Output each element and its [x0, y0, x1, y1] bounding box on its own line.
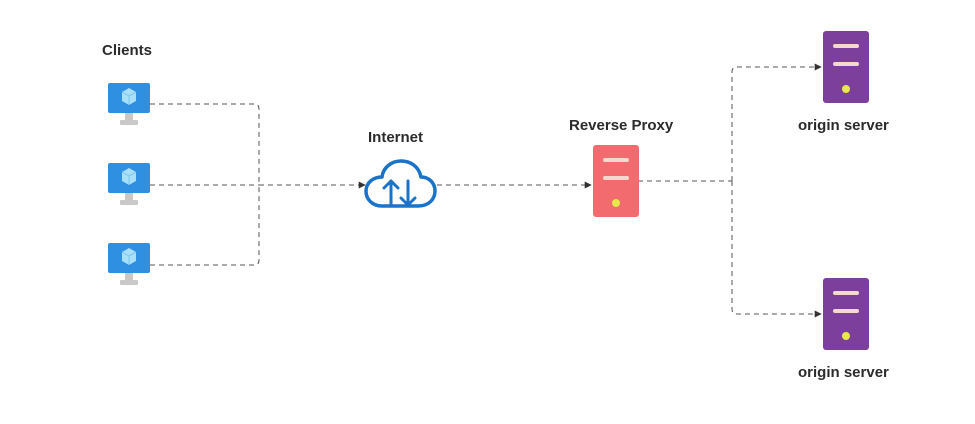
internet-cloud-icon	[364, 159, 437, 208]
split-to-origin-bottom-connector	[731, 181, 822, 318]
client-1-connector	[150, 103, 260, 185]
origin-server-top-icon	[823, 31, 869, 103]
internet-label: Internet	[368, 129, 424, 146]
reverse-proxy-server-icon	[593, 145, 639, 217]
client-monitor-2	[108, 163, 150, 205]
client-monitor-1	[108, 83, 150, 125]
client-monitor-3	[108, 243, 150, 285]
client-3-connector	[150, 185, 260, 266]
origin-server-top-label: origin server	[798, 117, 889, 134]
clients-label: Clients	[102, 42, 153, 59]
reverse-proxy-label: Reverse Proxy	[569, 117, 674, 134]
origin-server-bottom-label: origin server	[798, 364, 889, 381]
split-to-origin-top-connector	[731, 63, 822, 181]
origin-server-bottom-icon	[823, 278, 869, 350]
